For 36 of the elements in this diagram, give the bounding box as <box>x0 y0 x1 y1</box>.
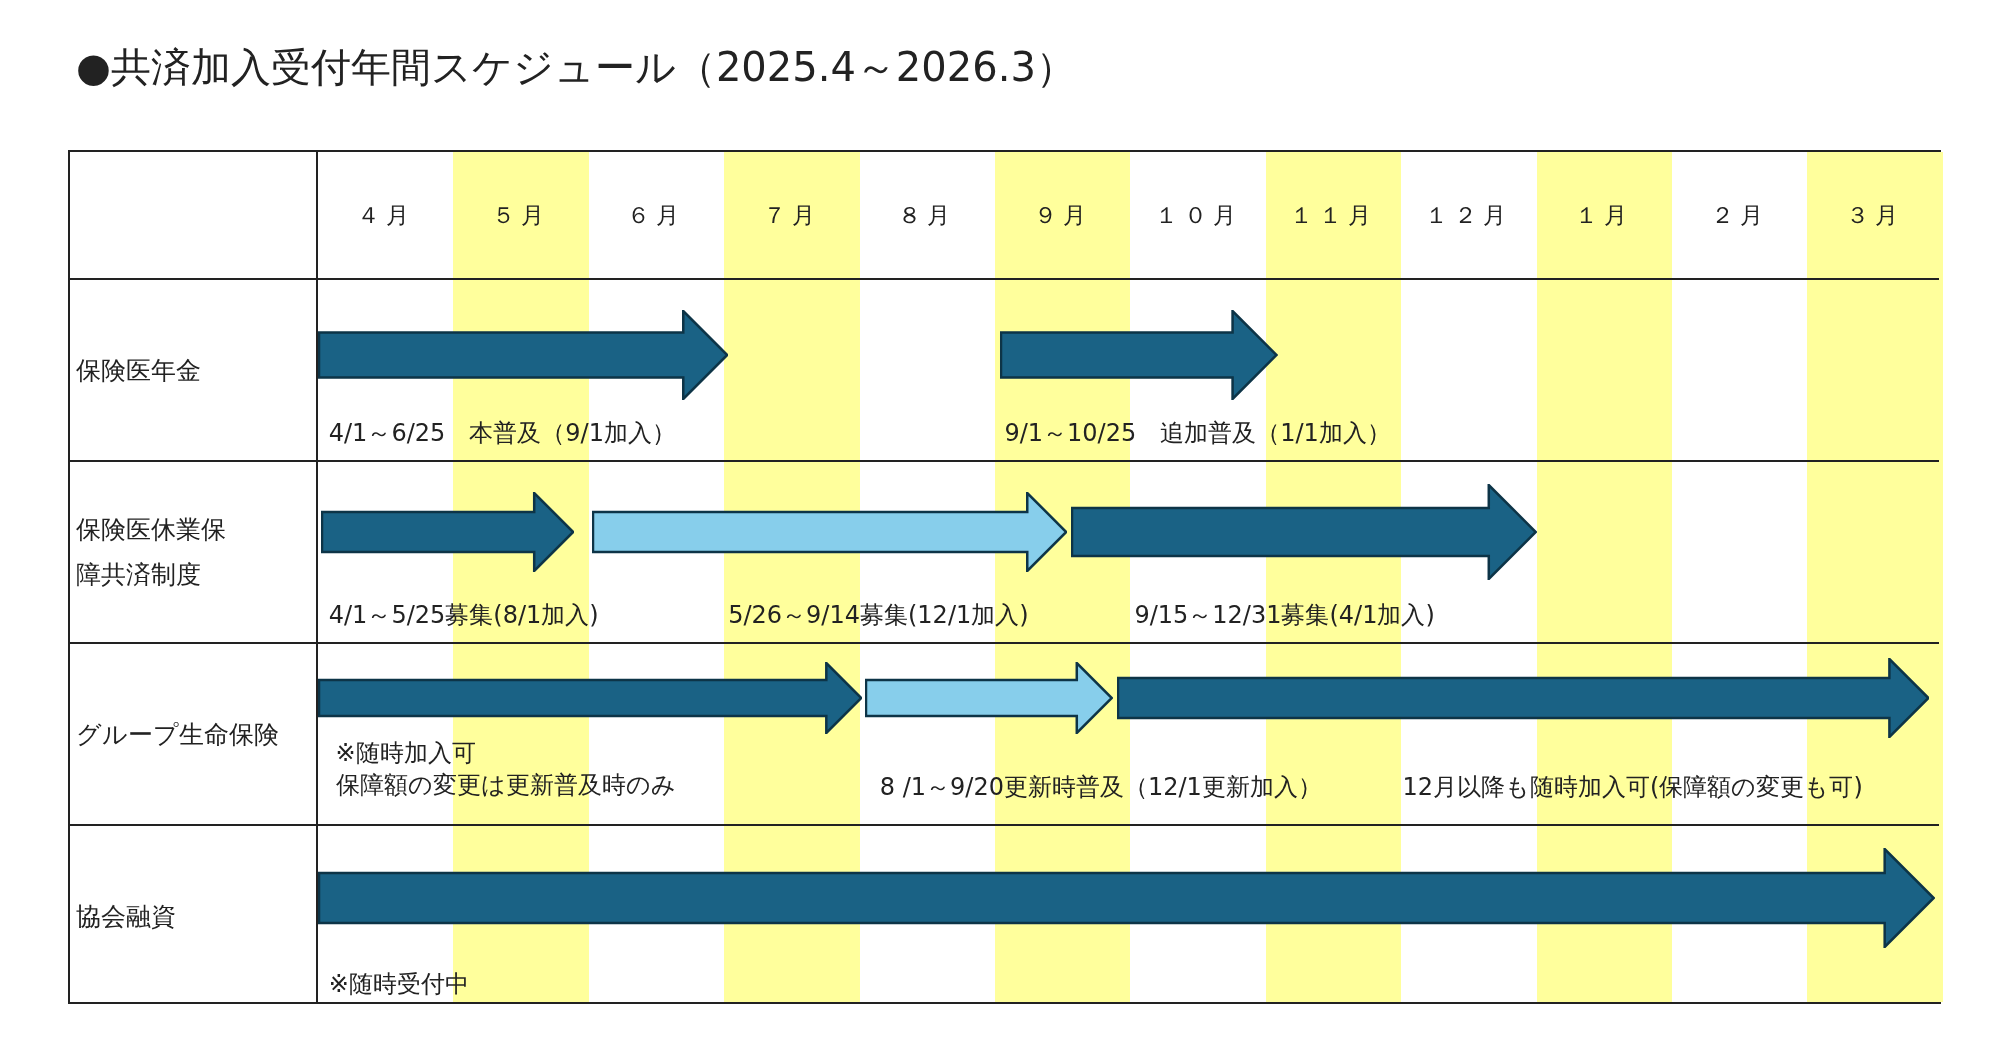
period-note: 保障額の変更は更新普及時のみ <box>335 772 676 799</box>
month-label: ２月 <box>1710 200 1769 230</box>
row-label: 協会融資 <box>76 900 177 933</box>
period-bar <box>1000 310 1278 400</box>
month-label: ３月 <box>1846 200 1905 230</box>
period-note: 9/15～12/31募集(4/1加入) <box>1134 602 1435 629</box>
period-bar <box>320 492 574 572</box>
month-label: １０月 <box>1154 200 1242 230</box>
chart-title: ●共済加入受付年間スケジュール（2025.4～2026.3） <box>76 43 1076 92</box>
period-note: 4/1～5/25募集(8/1加入) <box>328 602 599 629</box>
row-label: 保険医休業保障共済制度 <box>76 514 227 591</box>
period-bar <box>1116 658 1930 738</box>
period-note: ※随時受付中 <box>328 971 469 998</box>
month-label: ５月 <box>492 200 551 230</box>
period-bar <box>1070 484 1537 580</box>
month-label: ６月 <box>627 200 686 230</box>
row-label: グループ生命保険 <box>76 718 280 751</box>
period-note: 8 /1～9/20更新時普及（12/1更新加入） <box>879 774 1322 801</box>
period-bar <box>865 662 1113 734</box>
row-label: 保険医年金 <box>76 354 202 387</box>
period-note: 12月以降も随時加入可(保障額の変更も可) <box>1402 774 1863 801</box>
month-label: １２月 <box>1425 200 1513 230</box>
period-note: 5/26～9/14募集(12/1加入) <box>728 602 1029 629</box>
month-label: １月 <box>1575 200 1634 230</box>
month-label: ９月 <box>1033 200 1092 230</box>
period-note: ※随時加入可 <box>335 740 477 767</box>
month-label: ４月 <box>356 200 415 230</box>
period-bar <box>318 310 729 400</box>
month-label: ８月 <box>898 200 957 230</box>
period-bar <box>318 662 863 734</box>
period-bar <box>591 492 1067 572</box>
month-label: １１月 <box>1290 200 1377 230</box>
month-label: ７月 <box>762 200 821 230</box>
period-note: 9/1～10/25 追加普及（1/1加入） <box>1004 420 1391 447</box>
period-note: 4/1～6/25 本普及（9/1加入） <box>328 420 676 447</box>
period-bar <box>318 848 1935 948</box>
